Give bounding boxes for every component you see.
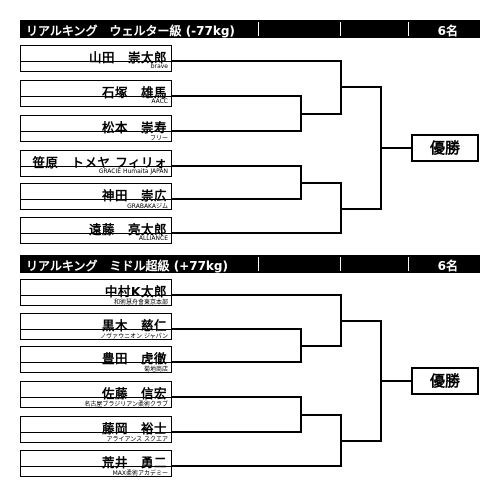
bracket-entry: 豊田 虎徹 菊地商店 bbox=[20, 346, 172, 373]
header-divider bbox=[258, 22, 259, 36]
fighter-team: 名古屋ブラジリアン柔術クラブ bbox=[84, 401, 168, 408]
entry-divider bbox=[21, 295, 171, 296]
fighter-team: brave bbox=[150, 63, 168, 70]
entry-divider bbox=[21, 329, 171, 330]
header-divider bbox=[408, 22, 409, 36]
entry-divider bbox=[21, 233, 171, 234]
fighter-team: フリー bbox=[149, 135, 168, 142]
fighter-team: 和術慧舟會東京本部 bbox=[113, 299, 168, 306]
bracket-entry: 笹原 トメヤ フィリォ GRACIE Humaita JAPAN bbox=[20, 150, 172, 177]
fighter-team: MAX柔術アカデミー bbox=[112, 470, 168, 477]
bracket-line bbox=[172, 198, 302, 200]
bracket-entry: 遠藤 亮太郎 ALLIANCE bbox=[20, 217, 172, 244]
bracket-line bbox=[340, 320, 382, 322]
bracket-line bbox=[380, 380, 411, 382]
bracket-entry: 石塚 雄馬 AACC bbox=[20, 80, 172, 107]
division-count: 6名 bbox=[437, 24, 458, 38]
bracket-entry: 松本 崇寿 フリー bbox=[20, 115, 172, 142]
bracket-entry: 神田 崇広 GRABAKAジム bbox=[20, 183, 172, 210]
division-count: 6名 bbox=[437, 259, 458, 273]
bracket-line bbox=[172, 431, 302, 433]
bracket-entry: 中村K太郎 和術慧舟會東京本部 bbox=[20, 279, 172, 306]
bracket-line bbox=[172, 232, 342, 234]
bracket-entry: 山田 崇太郎 brave bbox=[20, 45, 172, 72]
entry-divider bbox=[21, 432, 171, 433]
entry-divider bbox=[21, 466, 171, 467]
fighter-team: AACC bbox=[151, 98, 168, 105]
bracket-line bbox=[172, 328, 302, 330]
fighter-team: アライアンス スクエア bbox=[106, 436, 168, 443]
bracket-entry: 佐藤 信宏 名古屋ブラジリアン柔術クラブ bbox=[20, 381, 172, 408]
bracket-line bbox=[300, 345, 342, 347]
entry-divider bbox=[21, 96, 171, 97]
division-header: リアルキング ウェルター級 (-77kg) 6名 bbox=[20, 20, 480, 38]
bracket-line bbox=[380, 147, 411, 149]
entry-divider bbox=[21, 397, 171, 398]
entry-divider bbox=[21, 166, 171, 167]
bracket-line bbox=[300, 113, 342, 115]
entry-divider bbox=[21, 362, 171, 363]
fighter-team: GRABAKAジム bbox=[127, 203, 168, 210]
bracket-line bbox=[172, 130, 302, 132]
header-divider bbox=[340, 22, 341, 36]
bracket-line bbox=[340, 86, 382, 88]
bracket-entry: 藤岡 裕士 アライアンス スクエア bbox=[20, 416, 172, 443]
bracket-entry: 荒井 勇二 MAX柔術アカデミー bbox=[20, 450, 172, 477]
bracket-line bbox=[172, 396, 302, 398]
bracket-line bbox=[300, 182, 342, 184]
champion-box: 優勝 bbox=[411, 367, 479, 395]
bracket-entry: 黒木 慈仁 ノヴァウニオン ジャパン bbox=[20, 313, 172, 340]
entry-divider bbox=[21, 131, 171, 132]
entry-divider bbox=[21, 199, 171, 200]
fighter-team: 菊地商店 bbox=[143, 366, 168, 373]
bracket-line bbox=[172, 361, 302, 363]
bracket-line bbox=[340, 208, 382, 210]
bracket-line bbox=[172, 95, 302, 97]
fighter-team: ノヴァウニオン ジャパン bbox=[100, 333, 168, 340]
header-divider bbox=[258, 257, 259, 271]
bracket-line bbox=[172, 60, 342, 62]
champion-box: 優勝 bbox=[411, 134, 479, 162]
division-title: リアルキング ウェルター級 (-77kg) bbox=[26, 24, 235, 38]
header-divider bbox=[340, 257, 341, 271]
header-divider bbox=[408, 257, 409, 271]
fighter-team: ALLIANCE bbox=[138, 235, 168, 242]
entry-divider bbox=[21, 61, 171, 62]
division-title: リアルキング ミドル超級 (+77kg) bbox=[26, 259, 228, 273]
bracket-line bbox=[172, 165, 302, 167]
division-header: リアルキング ミドル超級 (+77kg) 6名 bbox=[20, 255, 480, 273]
bracket-line bbox=[172, 294, 342, 296]
bracket-line bbox=[172, 465, 342, 467]
fighter-team: GRACIE Humaita JAPAN bbox=[98, 168, 168, 175]
bracket-line bbox=[340, 440, 382, 442]
bracket-line bbox=[300, 414, 342, 416]
